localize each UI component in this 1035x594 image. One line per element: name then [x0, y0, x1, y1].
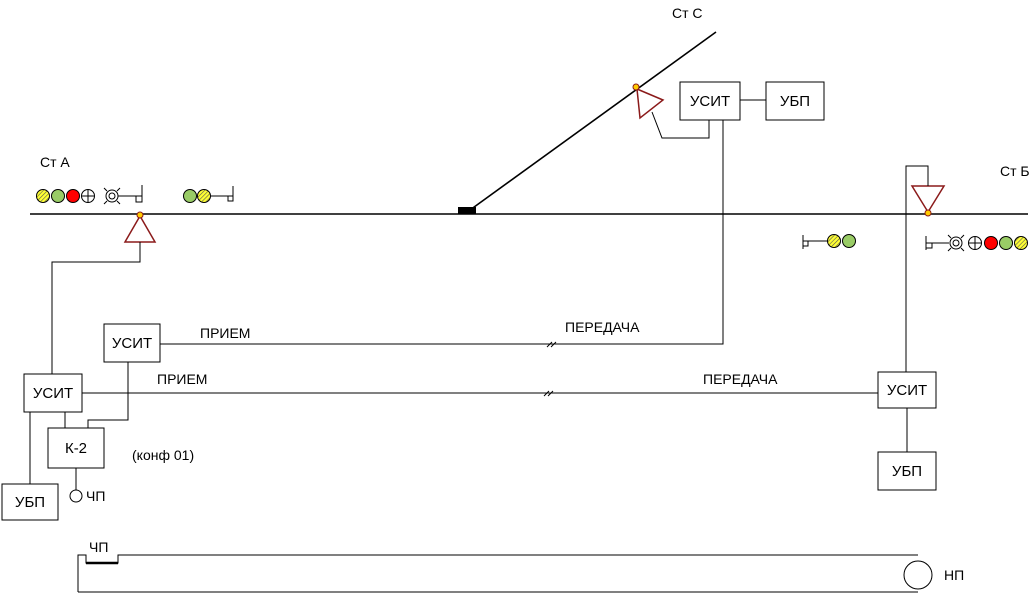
bottom-track-loop: [77, 554, 933, 593]
svg-text:УСИТ: УСИТ: [112, 335, 152, 352]
ubp-a-block: УБП: [1, 483, 59, 521]
svg-text:УСИТ: УСИТ: [33, 385, 73, 402]
usit-a2-block: УСИТ: [103, 323, 161, 363]
config-label: (конф 01): [132, 447, 194, 463]
svg-text:УСИТ: УСИТ: [690, 93, 730, 110]
switch-icon: [458, 207, 476, 214]
svg-text:УСИТ: УСИТ: [887, 382, 927, 399]
branch-track: [469, 31, 717, 211]
station-c-label: Ст С: [672, 5, 703, 21]
rail-contact-c-icon: [632, 83, 640, 91]
svg-text:К-2: К-2: [65, 440, 87, 457]
lower-receive-label: ПРИЕМ: [157, 371, 207, 387]
track-chp-label: ЧП: [89, 539, 108, 555]
ubp-b-block: УБП: [877, 451, 937, 491]
upper-receive-label: ПРИЕМ: [200, 325, 250, 341]
wires: [29, 99, 929, 490]
ubp-c-block: УБП: [765, 81, 825, 121]
rail-contact-a-icon: [136, 211, 144, 219]
signal-a-main: [36, 185, 143, 205]
rail-contact-b-icon: [924, 209, 932, 217]
svg-text:УБП: УБП: [892, 463, 922, 480]
signal-b-main: [925, 234, 1028, 252]
svg-text:УБП: УБП: [15, 494, 45, 511]
station-a-label: Ст А: [40, 154, 70, 170]
station-b-label: Ст Б: [1000, 163, 1030, 179]
signal-a-small: [183, 186, 234, 203]
chp-label: ЧП: [86, 488, 105, 504]
usit-c-block: УСИТ: [679, 81, 741, 121]
signal-b-small: [802, 234, 856, 249]
upper-transmit-label: ПЕРЕДАЧА: [565, 319, 640, 335]
lower-transmit-label: ПЕРЕДАЧА: [703, 371, 778, 387]
usit-b-block: УСИТ: [877, 371, 937, 409]
svg-text:УБП: УБП: [780, 93, 810, 110]
np-icon: [903, 560, 933, 590]
np-label: НП: [944, 567, 964, 583]
transducer-a-icon: [123, 214, 157, 243]
k2-block: К-2: [47, 427, 105, 469]
usit-a1-block: УСИТ: [23, 373, 83, 413]
transducer-b-icon: [910, 185, 946, 214]
transducer-c-icon: [636, 87, 665, 120]
line-break-mark-lower: [543, 390, 554, 397]
chp-sensor-icon: [69, 489, 83, 503]
line-break-mark-upper: [546, 341, 557, 348]
